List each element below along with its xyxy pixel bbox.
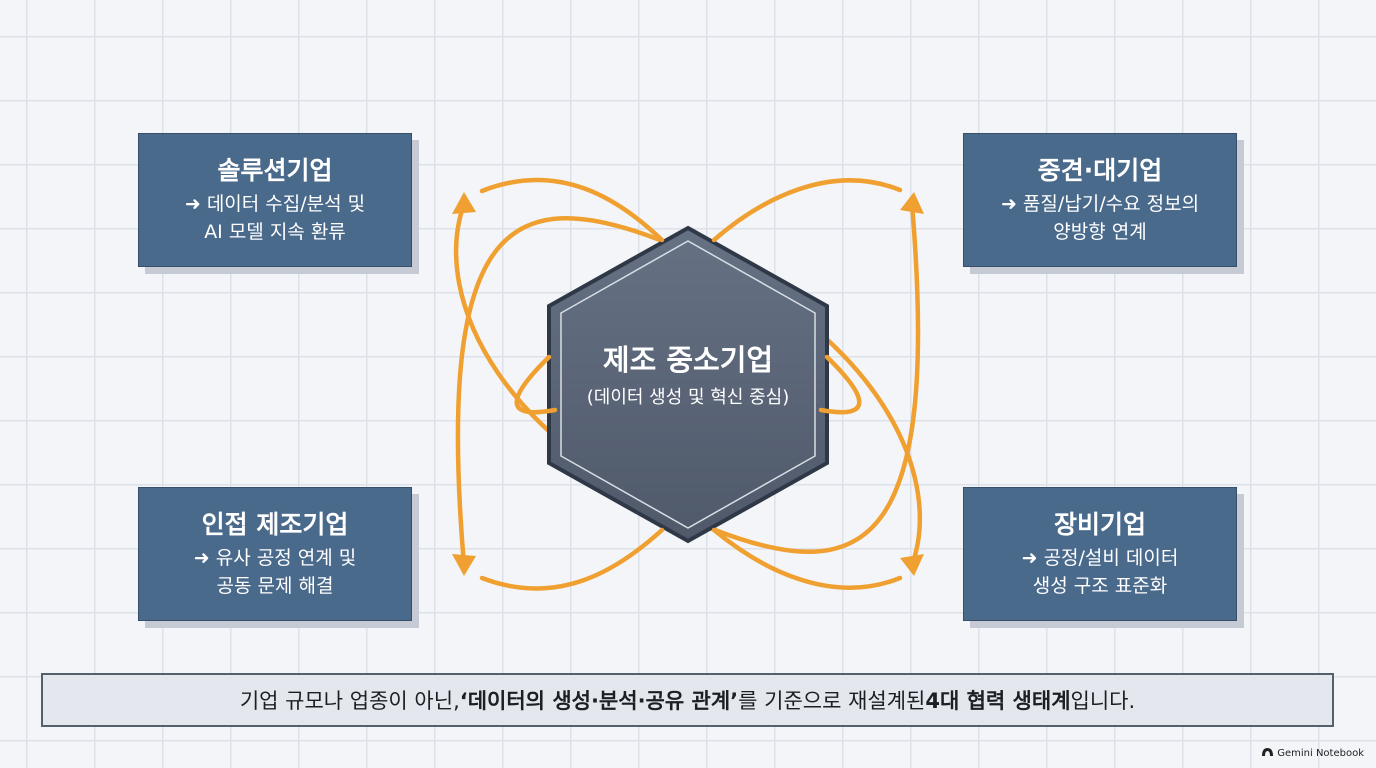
box-description: ➜ 공정/설비 데이터 생성 구조 표준화 <box>1021 547 1179 597</box>
partner-box-equipment: 장비기업 ➜ 공정/설비 데이터 생성 구조 표준화 <box>963 487 1237 621</box>
arrowhead-top-left <box>452 192 476 214</box>
partner-box-large-enterprise: 중견·대기업 ➜ 품질/납기/수요 정보의 양방향 연계 <box>963 133 1237 267</box>
watermark: Gemini Notebook <box>1262 748 1364 759</box>
banner-emphasis-ecosystem: 4대 협력 생태계 <box>925 689 1071 713</box>
banner-prefix: 기업 규모나 업종이 아닌, <box>239 689 460 713</box>
banner-middle: 를 기준으로 재설계된 <box>738 689 926 713</box>
notebook-icon <box>1262 748 1274 759</box>
box-title: 솔루션기업 <box>217 156 333 185</box>
box-description: ➜ 품질/납기/수요 정보의 양방향 연계 <box>1000 193 1200 243</box>
box-title: 장비기업 <box>1053 510 1146 539</box>
center-title: 제조 중소기업 <box>602 343 774 377</box>
orbit-arc-bottom <box>479 527 903 591</box>
banner-suffix: 입니다. <box>1070 689 1136 713</box>
orbit-arc-left <box>514 354 558 415</box>
summary-banner: 기업 규모나 업종이 아닌, ‘데이터의 생성·분석·공유 관계’ 를 기준으로… <box>41 673 1334 727</box>
arrowhead-bottom-left <box>452 554 476 576</box>
partner-box-solution: 솔루션기업 ➜ 데이터 수집/분석 및 AI 모델 지속 환류 <box>138 133 412 267</box>
center-label: 제조 중소기업 (데이터 생성 및 혁신 중심) <box>550 340 826 412</box>
arrowhead-bottom-right <box>900 554 924 576</box>
arrowhead-top-right <box>900 192 924 214</box>
partner-box-adjacent-manufacturer: 인접 제조기업 ➜ 유사 공정 연계 및 공동 문제 해결 <box>138 487 412 621</box>
center-hexagon-inner-border <box>560 240 816 529</box>
center-hexagon <box>547 225 829 544</box>
box-description: ➜ 유사 공정 연계 및 공동 문제 해결 <box>193 547 357 597</box>
orbit-arc-right <box>818 354 862 415</box>
orbit-arc-top <box>479 177 903 243</box>
watermark-text: Gemini Notebook <box>1277 748 1364 759</box>
center-subtitle: (데이터 생성 및 혁신 중심) <box>586 387 790 408</box>
box-title: 중견·대기업 <box>1037 156 1163 185</box>
box-title: 인접 제조기업 <box>201 510 349 539</box>
box-description: ➜ 데이터 수집/분석 및 AI 모델 지속 환류 <box>184 193 366 243</box>
banner-emphasis: ‘데이터의 생성·분석·공유 관계’ <box>459 689 739 713</box>
